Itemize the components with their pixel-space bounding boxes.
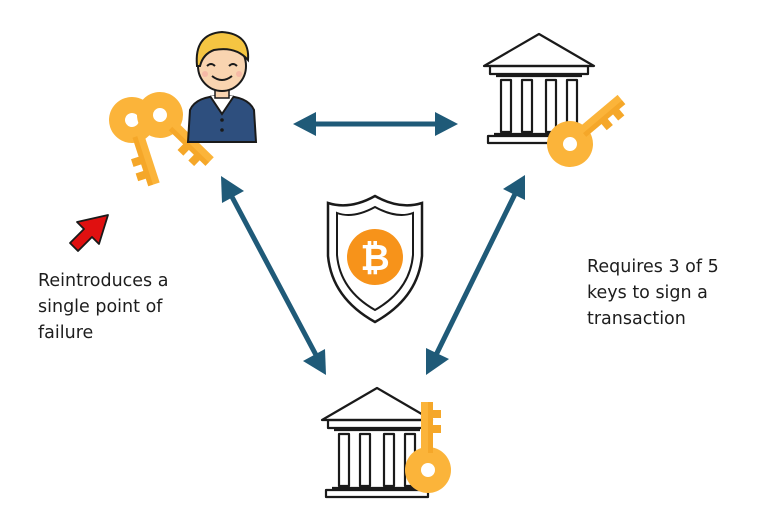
annotation-3-of-5-keys: Requires 3 of 5 keys to sign a transacti… — [587, 254, 719, 332]
key-icon — [405, 402, 451, 493]
bitcoin-shield-icon: ₿ — [326, 194, 424, 324]
arrow-bank-top-bank-bottom — [426, 175, 525, 375]
annotation-line: Reintroduces a — [38, 271, 169, 291]
annotation-line: transaction — [587, 309, 686, 329]
annotation-line: Requires 3 of 5 — [587, 257, 719, 277]
arrow-user-bank-bottom — [221, 176, 326, 375]
arrow-user-bank-top — [293, 112, 458, 136]
annotation-line: failure — [38, 323, 94, 343]
key-icon — [537, 82, 637, 177]
annotation-single-point-of-failure: Reintroduces a single point of failure — [38, 268, 168, 346]
red-arrow-icon — [69, 214, 109, 252]
annotation-line: single point of — [38, 297, 163, 317]
bank-bottom — [320, 386, 451, 499]
svg-text:₿: ₿ — [360, 238, 389, 279]
annotation-line: keys to sign a — [587, 283, 708, 303]
connection-arrows — [221, 112, 525, 375]
bank-top-right — [482, 32, 637, 177]
person-avatar-icon — [186, 30, 258, 143]
